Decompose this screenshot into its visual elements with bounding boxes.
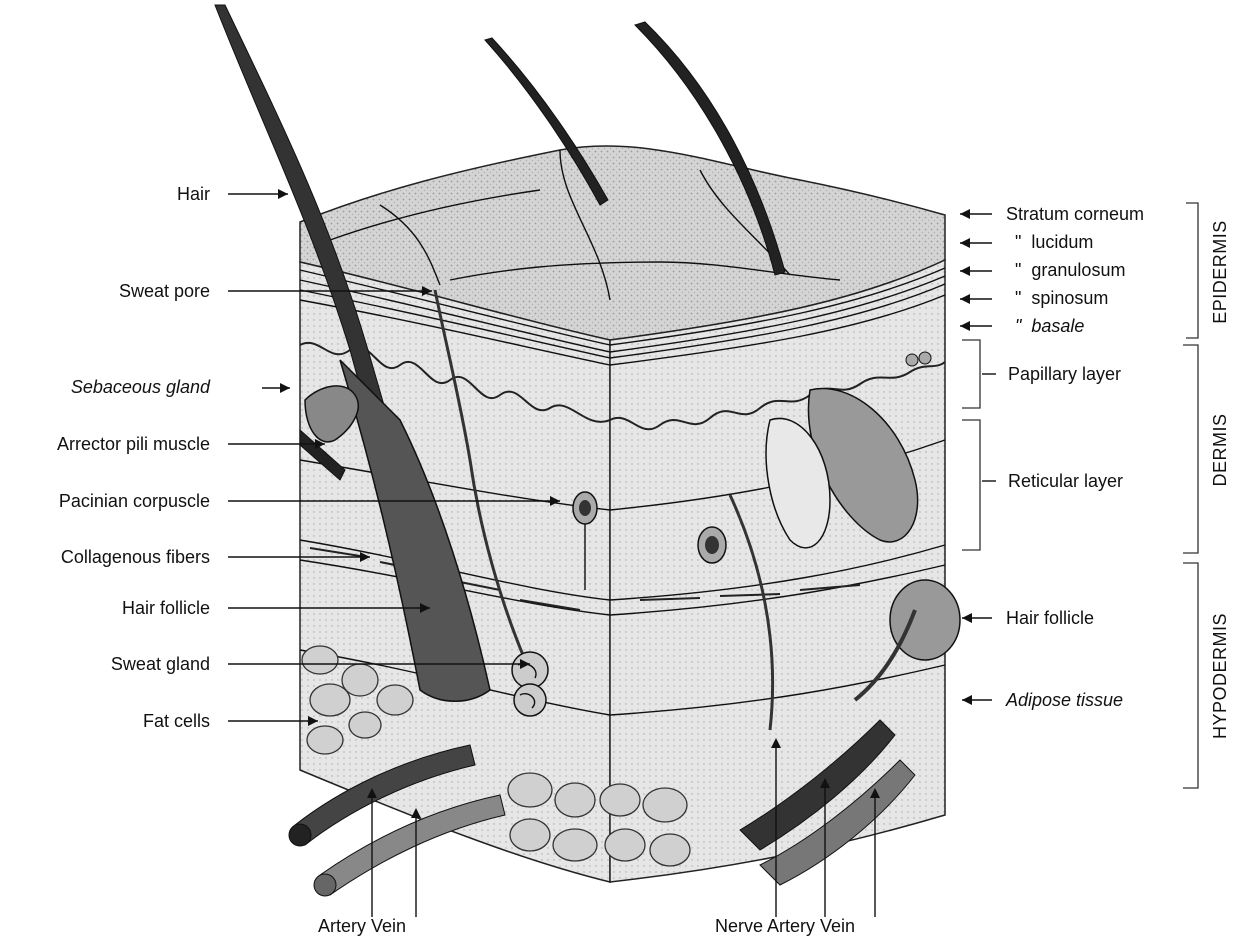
label-granulosum: " granulosum <box>1015 260 1125 280</box>
label-spinosum: " spinosum <box>1015 288 1108 308</box>
label-adipose-tissue: Adipose tissue <box>1005 690 1123 710</box>
label-sweat-gland: Sweat gland <box>111 654 210 674</box>
label-dermis: DERMIS <box>1210 413 1230 486</box>
arrowhead-hair <box>278 189 288 199</box>
label-hair-follicle-left: Hair follicle <box>122 598 210 618</box>
right-labels: Stratum corneum " lucidum " granulosum "… <box>960 204 1144 710</box>
label-sebaceous-gland: Sebaceous gland <box>71 377 211 397</box>
label-nerve-artery-vein-right: Nerve Artery Vein <box>715 916 855 936</box>
label-lucidum: " lucidum <box>1015 232 1093 252</box>
label-collagenous-fibers: Collagenous fibers <box>61 547 210 567</box>
label-basale: " basale <box>1015 316 1084 336</box>
label-hair: Hair <box>177 184 210 204</box>
label-papillary-layer: Papillary layer <box>1008 364 1121 384</box>
label-epidermis: EPIDERMIS <box>1210 220 1230 324</box>
region-labels: EPIDERMIS DERMIS HYPODERMIS <box>1210 220 1230 739</box>
label-hypodermis: HYPODERMIS <box>1210 613 1230 739</box>
label-stratum-corneum: Stratum corneum <box>1006 204 1144 224</box>
label-reticular-layer: Reticular layer <box>1008 471 1123 491</box>
label-arrector-pili: Arrector pili muscle <box>57 434 210 454</box>
label-sweat-pore: Sweat pore <box>119 281 210 301</box>
label-hair-follicle-right: Hair follicle <box>1006 608 1094 628</box>
label-fat-cells: Fat cells <box>143 711 210 731</box>
label-pacinian-corpuscle: Pacinian corpuscle <box>59 491 210 511</box>
label-artery-vein-left: Artery Vein <box>318 916 406 936</box>
